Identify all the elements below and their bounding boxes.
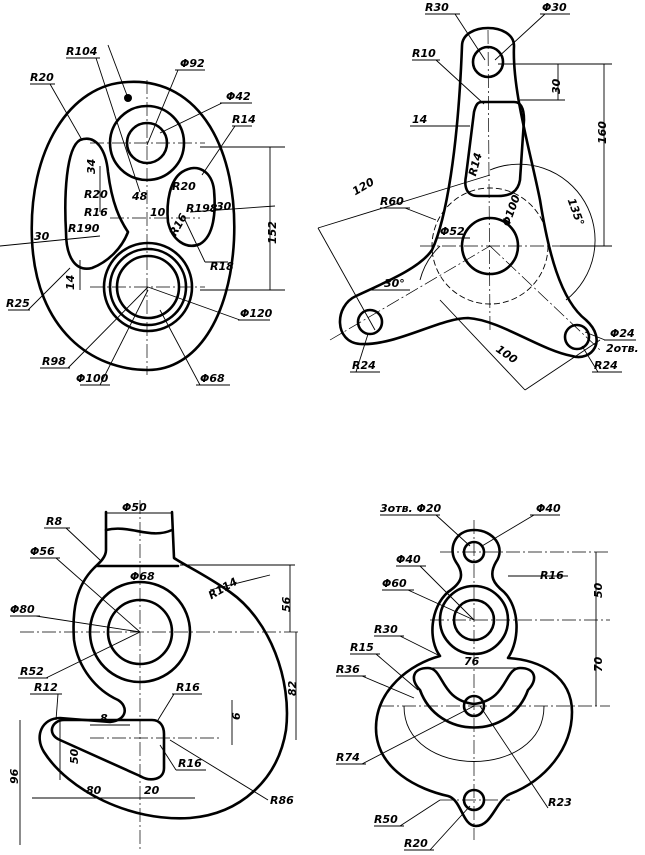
d2-label-100: 100 [493,342,520,366]
d2-label-r10: R10 [412,47,436,60]
d1-label-r16-left: R16 [84,206,108,219]
d2-angle-arc-30 [419,245,441,281]
d4-label-70: 70 [592,656,605,672]
d3-label-r52: R52 [20,665,44,678]
d1-label-r25: R25 [6,297,30,310]
d1-label-r16-right: R16 [167,211,190,238]
d2-label-phi30: Φ30 [542,1,567,14]
d4-label-r15: R15 [350,641,374,654]
d2-label-30deg: 30° [384,277,405,290]
d1-left-slot [64,137,130,270]
d4-label-r36: R36 [336,663,360,676]
d4-label-r30: R30 [374,623,398,636]
d1-label-phi92: Φ92 [180,57,205,70]
d1-label-r98: R98 [42,355,66,368]
d1-label-152: 152 [266,221,279,244]
d4-label-3-holes-phi20: 3отв. Φ20 [380,502,442,515]
d3-outer-contour [38,510,289,820]
d2-label-14: 14 [412,113,427,126]
d1-label-r198: R198 [186,202,218,215]
d1-label-r14: R14 [232,113,256,126]
drawing-2-three-arm-lever: R30 Φ30 R10 30 160 14 R14 120 135° R60 Φ… [317,1,639,391]
d1-label-r190: R190 [68,222,100,235]
d4-label-r50: R50 [374,813,398,826]
d3-label-56: 56 [280,596,293,612]
d1-label-r20-top: R20 [30,71,54,84]
d3-inner-slot [50,718,166,781]
d3-label-phi80: Φ80 [10,603,35,616]
d2-label-135deg: 135° [565,196,587,227]
d3-label-82: 82 [286,680,299,696]
d2-slot [464,100,526,198]
d2-angle-arc-135 [489,163,596,301]
d2-label-phi100: Φ100 [500,193,523,228]
d2-label-r24-left: R24 [352,359,376,372]
d4-label-r16: R16 [540,569,564,582]
d4-label-76: 76 [464,655,480,668]
d3-label-6: 6 [230,712,243,720]
d3-label-r8: R8 [46,515,62,528]
d1-label-30-right: 30 [216,200,232,213]
d2-label-phi24: Φ24 [610,327,635,340]
d2-label-r14: R14 [466,151,485,177]
d3-label-phi56: Φ56 [30,545,55,558]
d1-label-r20-mid: R20 [84,188,108,201]
d3-label-r86: R86 [270,794,294,807]
d1-label-phi68: Φ68 [200,372,225,385]
d3-label-r16-top: R16 [176,681,200,694]
d3-label-phi68: Φ68 [130,570,155,583]
drawing-4-bracket: 3отв. Φ20 Φ40 Φ40 R16 Φ60 50 R30 76 R15 … [336,502,610,851]
d3-break-line [104,527,174,535]
d2-label-160: 160 [596,121,609,144]
d4-label-r20: R20 [404,837,428,850]
d2-left-hole [356,308,384,336]
d2-label-2-holes: 2отв. [606,342,639,355]
d3-label-8: 8 [100,712,108,725]
d4-label-r74: R74 [336,751,360,764]
d3-label-20: 20 [144,784,160,797]
d2-label-phi52: Φ52 [440,225,465,238]
d1-label-48: 48 [131,190,148,203]
d3-label-50: 50 [68,748,81,764]
d1-label-phi120: Φ120 [240,307,273,320]
d2-right-hole [563,323,591,351]
d1-outer-contour [30,80,236,372]
d1-label-r18: R18 [210,260,234,273]
d4-label-50: 50 [592,582,605,598]
d2-label-r24-right: R24 [594,359,618,372]
d1-right-slot [166,166,216,247]
d1-label-14: 14 [64,275,77,290]
d1-label-phi100: Φ100 [76,372,109,385]
d2-label-r60: R60 [380,195,404,208]
d4-pcd-arc [403,705,545,762]
d1-label-phi42: Φ42 [226,90,251,103]
d1-label-34: 34 [85,159,98,174]
d1-label-10: 10 [150,206,166,219]
d4-label-phi60: Φ60 [382,577,407,590]
drawing-3-hook: Φ50 R8 Φ68 Φ56 R114 56 Φ80 R52 82 R12 R1… [8,500,300,850]
d4-label-phi40-mid: Φ40 [396,553,421,566]
d2-label-30: 30 [550,78,563,94]
d1-label-r20-right: R20 [172,180,196,193]
d2-label-120: 120 [350,175,377,198]
d1-label-r104: R104 [66,45,97,58]
d3-label-r16-bottom: R16 [178,757,202,770]
d4-label-phi40-top: Φ40 [536,502,561,515]
d3-label-phi50: Φ50 [122,501,147,514]
drawing-1-oval-plate: R104 Φ92 R20 Φ42 R14 34 R20 48 R20 R16 1… [0,44,285,386]
d4-outer-contour [374,528,574,828]
d1-label-30-left: 30 [34,230,50,243]
d2-label-r30: R30 [425,1,449,14]
d3-label-r12: R12 [34,681,58,694]
d3-label-80: 80 [86,784,102,797]
d4-label-r23: R23 [548,796,572,809]
d3-label-96: 96 [8,768,21,784]
